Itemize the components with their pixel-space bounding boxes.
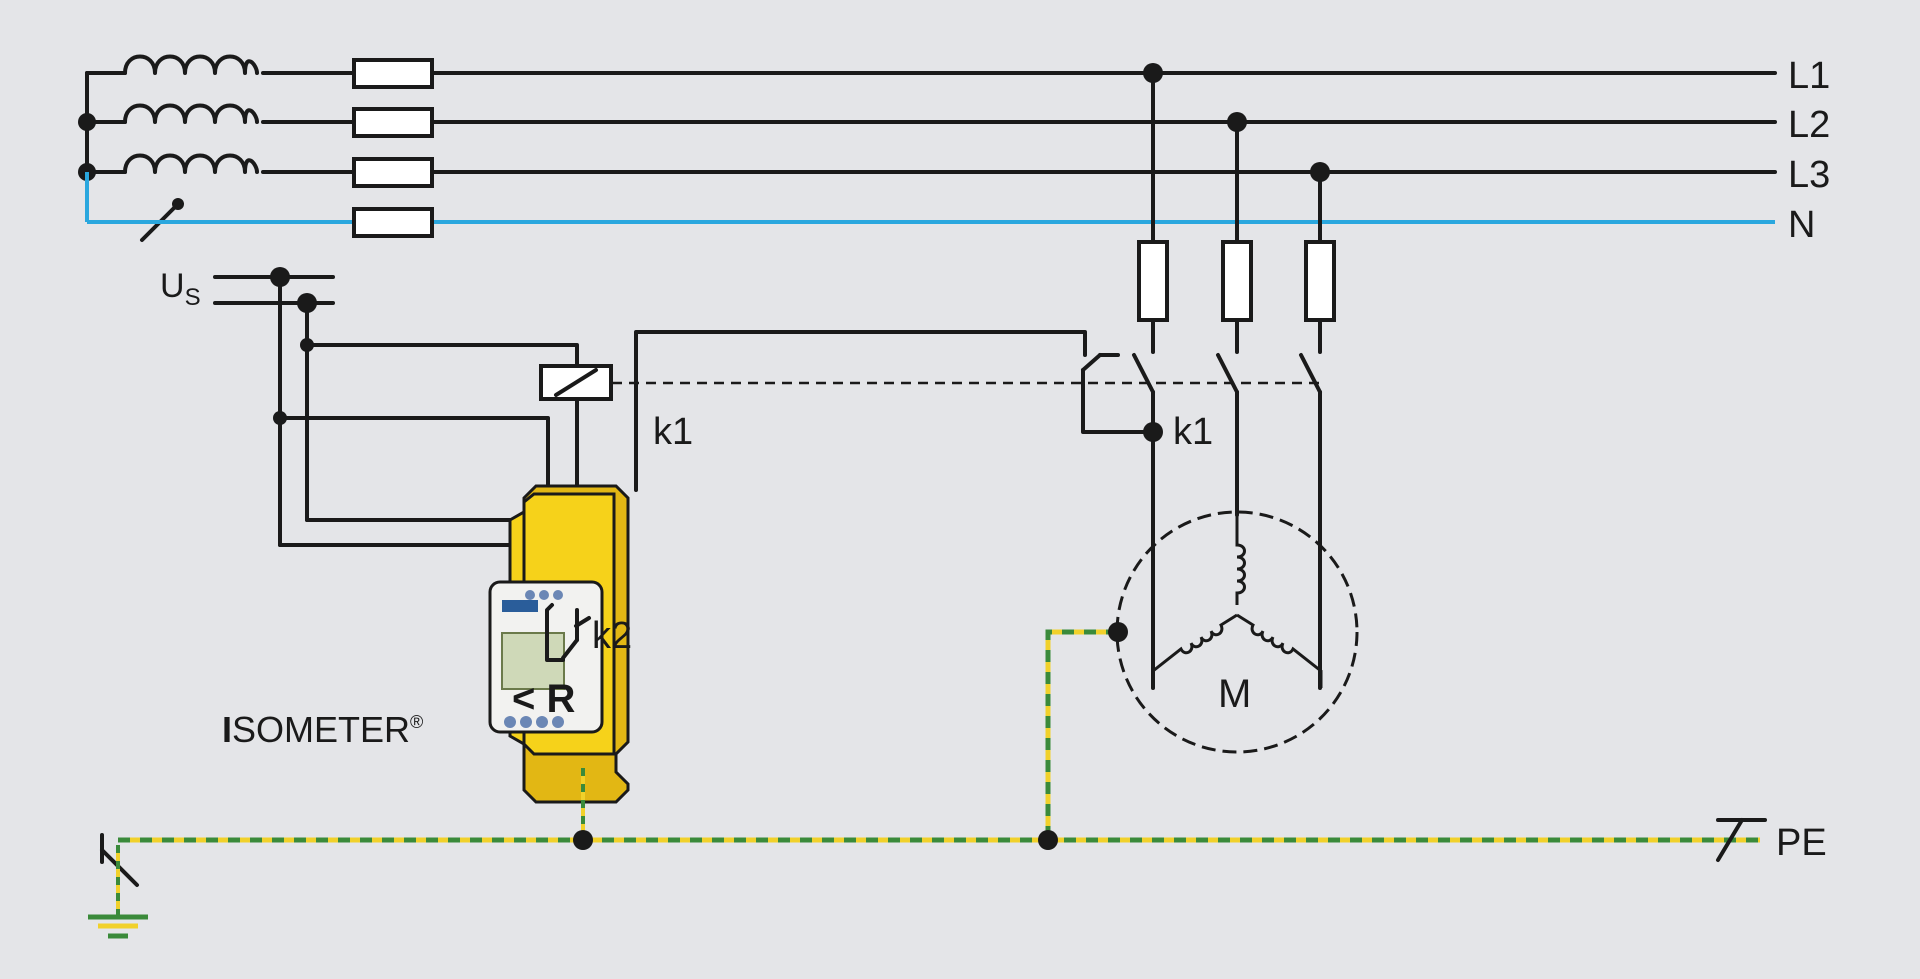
label-l1: L1	[1788, 55, 1830, 97]
label-k2: k2	[592, 615, 632, 657]
device-readout: < R	[512, 677, 575, 721]
label-us: US	[160, 267, 201, 311]
supply-fuses	[352, 58, 434, 238]
motor: M	[1115, 510, 1359, 754]
control-supply	[213, 267, 579, 547]
main-lines	[87, 71, 1777, 224]
label-pe: PE	[1776, 822, 1827, 864]
isometer-device: < R k2	[488, 484, 632, 840]
label-n: N	[1788, 204, 1815, 246]
label-k1-right: k1	[1173, 411, 1213, 453]
k1-control-wire	[634, 330, 1087, 492]
motor-branch	[1081, 63, 1336, 690]
label-l2: L2	[1788, 104, 1830, 146]
label-motor: M	[1218, 672, 1251, 716]
label-k1-left: k1	[653, 411, 693, 453]
isometer-label: ISOMETER®	[222, 709, 423, 750]
pe-conductor	[88, 622, 1767, 939]
label-l3: L3	[1788, 154, 1830, 196]
transformer-coils	[123, 54, 259, 174]
